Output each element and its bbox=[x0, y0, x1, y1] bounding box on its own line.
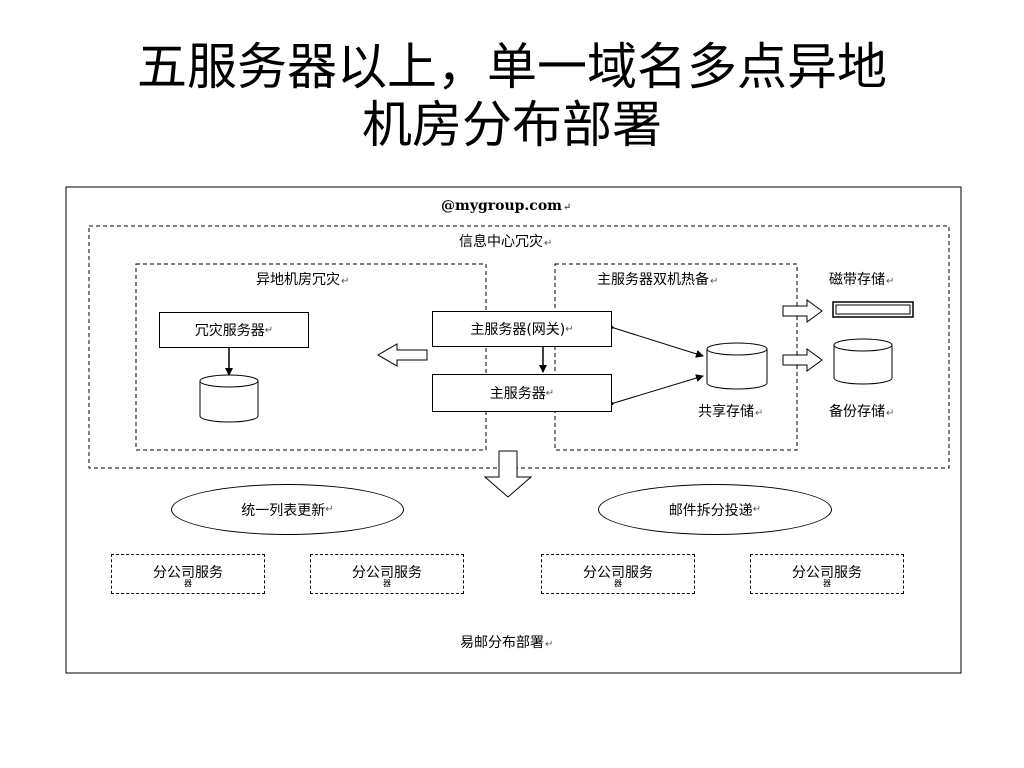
slide-title: 五服务器以上，单一域名多点异地 机房分布部署 bbox=[0, 38, 1024, 154]
footer-label: 易邮分布部署↵ bbox=[460, 635, 554, 651]
backup-storage-icon bbox=[833, 338, 893, 385]
dr-server-box: 冗灾服务器↵ bbox=[159, 312, 309, 348]
branch-server-1: 分公司服务器 bbox=[111, 554, 265, 594]
main-server-box: 主服务器↵ bbox=[432, 374, 612, 412]
slide-title-line1: 五服务器以上，单一域名多点异地 bbox=[137, 38, 887, 96]
info-center-label: 信息中心冗灾↵ bbox=[459, 234, 553, 250]
branch-server-4: 分公司服务器 bbox=[750, 554, 904, 594]
shared-storage-icon bbox=[706, 342, 768, 390]
main-gateway-box: 主服务器(网关)↵ bbox=[432, 311, 612, 347]
slide-title-line2: 机房分布部署 bbox=[362, 96, 662, 154]
gateway-storage-arrow bbox=[606, 322, 704, 358]
mail-split-ellipse: 邮件拆分投递↵ bbox=[598, 484, 832, 535]
unified-list-ellipse: 统一列表更新↵ bbox=[171, 484, 404, 535]
tape-storage-label: 磁带存储↵ bbox=[829, 272, 895, 288]
hot-standby-label: 主服务器双机热备↵ bbox=[597, 272, 719, 288]
backup-storage-label: 备份存储↵ bbox=[829, 404, 895, 420]
tape-storage-icon bbox=[832, 301, 914, 318]
server-storage-arrow bbox=[606, 374, 704, 409]
dr-database-icon bbox=[199, 374, 259, 423]
shared-storage-label: 共享存储↵ bbox=[698, 404, 764, 420]
replication-arrow-left bbox=[377, 343, 428, 367]
branch-server-3: 分公司服务器 bbox=[541, 554, 695, 594]
remote-dr-label: 异地机房冗灾↵ bbox=[256, 272, 350, 288]
distribution-arrow-down bbox=[483, 450, 533, 498]
remote-dr-region bbox=[135, 263, 487, 451]
tape-arrow bbox=[782, 299, 823, 323]
backup-arrow bbox=[782, 348, 823, 372]
hot-standby-region bbox=[554, 263, 798, 451]
branch-server-2: 分公司服务器 bbox=[310, 554, 464, 594]
domain-label: @mygroup.com↵ bbox=[441, 198, 572, 214]
info-center-region bbox=[88, 225, 950, 469]
outer-frame bbox=[65, 186, 962, 674]
